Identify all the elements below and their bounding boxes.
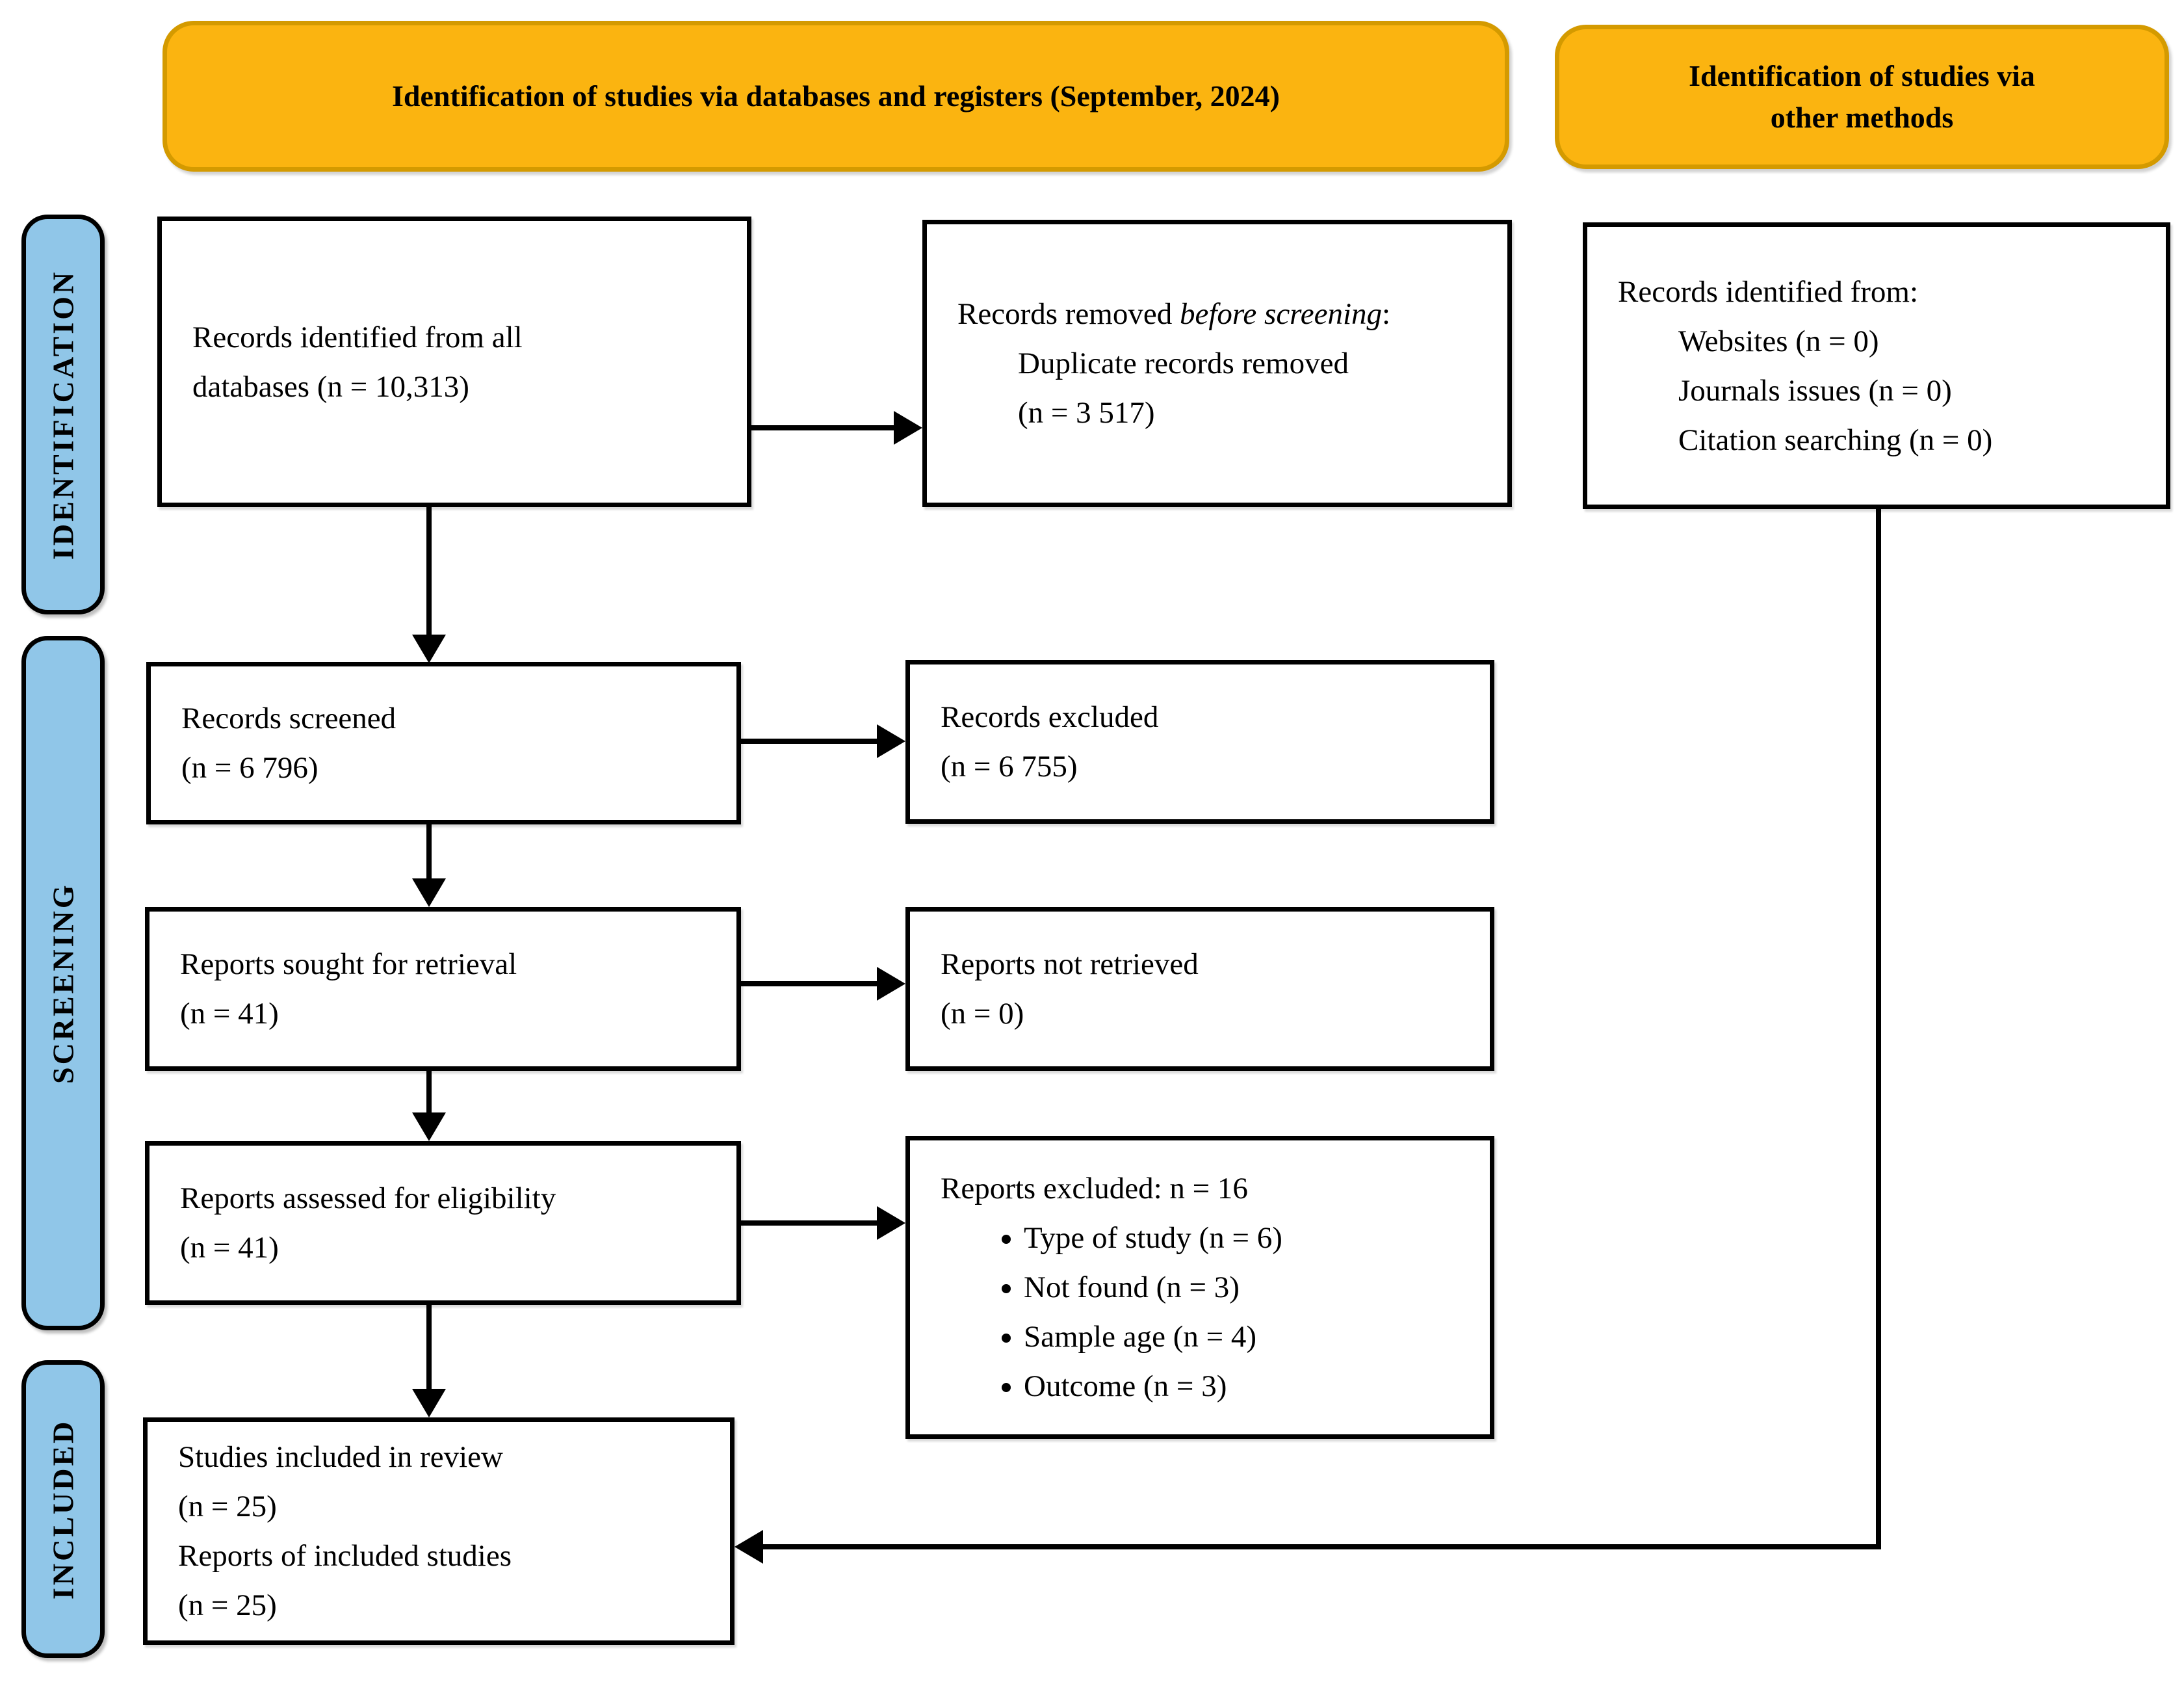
reports-excluded-item-outcome: Outcome (n = 3) bbox=[1024, 1362, 1490, 1411]
box-other-records-identified: Records identified from: Websites (n = 0… bbox=[1583, 222, 2170, 509]
box-records-screened: Records screened (n = 6 796) bbox=[146, 662, 741, 824]
box-records-identified: Records identified from all databases (n… bbox=[157, 217, 751, 507]
box-reports-sought: Reports sought for retrieval (n = 41) bbox=[145, 907, 741, 1071]
reports-excluded-item-sampleage: Sample age (n = 4) bbox=[1024, 1312, 1490, 1362]
other-records-item-citation: Citation searching (n = 0) bbox=[1678, 423, 1993, 457]
reports-excluded-item-type: Type of study (n = 6) bbox=[1024, 1213, 1490, 1263]
records-removed-italic: before screening bbox=[1179, 297, 1383, 331]
records-screened-line2: (n = 6 796) bbox=[181, 751, 318, 785]
banner-other-methods-line2: other methods bbox=[1770, 101, 1954, 134]
arrow-line bbox=[426, 507, 432, 637]
arrow-head-down-icon bbox=[412, 635, 446, 663]
stage-label-included: INCLUDED bbox=[21, 1360, 105, 1658]
records-excluded-line2: (n = 6 755) bbox=[941, 750, 1078, 783]
records-removed-line1: Records removed before screening: bbox=[927, 289, 1507, 339]
studies-included-line2: (n = 25) bbox=[178, 1490, 277, 1523]
reports-sought-line2: (n = 41) bbox=[180, 997, 279, 1031]
reports-not-retrieved-line2: (n = 0) bbox=[941, 997, 1024, 1031]
arrow-line bbox=[426, 1305, 432, 1393]
reports-not-retrieved-line1: Reports not retrieved bbox=[941, 947, 1199, 981]
stage-label-identification-text: IDENTIFICATION bbox=[46, 269, 80, 560]
box-reports-excluded: Reports excluded: n = 16 Type of study (… bbox=[905, 1136, 1494, 1439]
arrow-head-down-icon bbox=[412, 1389, 446, 1417]
arrow-line bbox=[751, 425, 898, 430]
studies-included-line4: (n = 25) bbox=[178, 1588, 277, 1622]
box-records-removed: Records removed before screening: Duplic… bbox=[922, 220, 1512, 507]
arrow-head-left-icon bbox=[734, 1530, 763, 1564]
other-records-item-websites: Websites (n = 0) bbox=[1678, 324, 1879, 358]
other-records-title: Records identified from: bbox=[1618, 274, 1919, 309]
reports-excluded-list: Type of study (n = 6) Not found (n = 3) … bbox=[910, 1213, 1490, 1411]
arrow-head-right-icon bbox=[877, 724, 905, 758]
arrow-head-right-icon bbox=[877, 1206, 905, 1240]
records-identified-line1: Records identified from all bbox=[192, 320, 523, 354]
studies-included-line1: Studies included in review bbox=[178, 1440, 503, 1474]
records-screened-line1: Records screened bbox=[181, 702, 396, 735]
records-removed-prefix: Records removed bbox=[957, 297, 1180, 331]
records-removed-line2: Duplicate records removed bbox=[1018, 347, 1349, 380]
arrow-head-right-icon bbox=[877, 967, 905, 1001]
records-removed-line3: (n = 3 517) bbox=[1018, 396, 1155, 430]
box-studies-included: Studies included in review (n = 25) Repo… bbox=[143, 1417, 734, 1645]
arrow-line bbox=[426, 1071, 432, 1116]
stage-label-screening: SCREENING bbox=[21, 636, 105, 1330]
arrow-line bbox=[762, 1544, 1881, 1549]
stage-label-screening-text: SCREENING bbox=[46, 882, 80, 1084]
arrow-line bbox=[1876, 509, 1881, 1549]
stage-label-identification: IDENTIFICATION bbox=[21, 215, 105, 614]
reports-assessed-line1: Reports assessed for eligibility bbox=[180, 1181, 556, 1215]
banner-other-methods-line1: Identification of studies via bbox=[1689, 59, 2035, 92]
banner-databases-registers: Identification of studies via databases … bbox=[162, 21, 1509, 172]
banner-other-methods: Identification of studies via other meth… bbox=[1555, 25, 2169, 169]
box-reports-not-retrieved: Reports not retrieved (n = 0) bbox=[905, 907, 1494, 1071]
records-removed-suffix: : bbox=[1382, 297, 1391, 331]
reports-excluded-item-notfound: Not found (n = 3) bbox=[1024, 1263, 1490, 1312]
records-identified-line2: databases (n = 10,313) bbox=[192, 369, 469, 404]
arrow-line bbox=[426, 824, 432, 882]
arrow-line bbox=[741, 981, 881, 986]
box-records-excluded: Records excluded (n = 6 755) bbox=[905, 660, 1494, 824]
box-reports-assessed: Reports assessed for eligibility (n = 41… bbox=[145, 1141, 741, 1305]
arrow-head-down-icon bbox=[412, 1112, 446, 1141]
records-excluded-line1: Records excluded bbox=[941, 700, 1159, 734]
reports-assessed-line2: (n = 41) bbox=[180, 1231, 279, 1265]
arrow-line bbox=[741, 739, 881, 744]
reports-sought-line1: Reports sought for retrieval bbox=[180, 947, 517, 981]
banner-databases-registers-label: Identification of studies via databases … bbox=[392, 79, 1280, 112]
arrow-head-right-icon bbox=[894, 411, 922, 445]
studies-included-line3: Reports of included studies bbox=[178, 1539, 512, 1573]
other-records-item-journals: Journals issues (n = 0) bbox=[1678, 373, 1952, 408]
reports-excluded-title: Reports excluded: n = 16 bbox=[941, 1172, 1248, 1205]
stage-label-included-text: INCLUDED bbox=[46, 1419, 80, 1599]
arrow-line bbox=[741, 1220, 881, 1226]
arrow-head-down-icon bbox=[412, 878, 446, 907]
